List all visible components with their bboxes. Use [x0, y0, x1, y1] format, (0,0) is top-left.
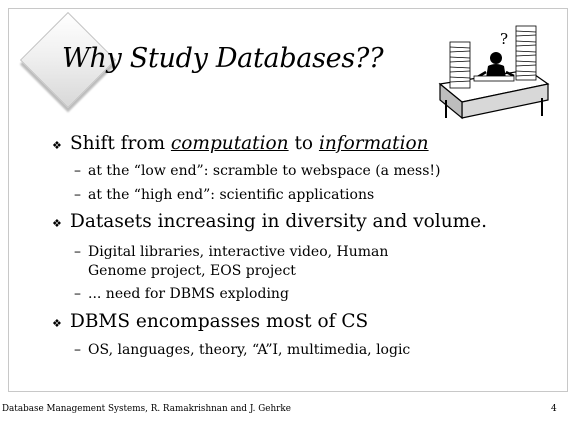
diamond-bullet-icon: ❖ [52, 317, 62, 330]
slide-content: ❖ Shift from computation to information … [52, 133, 552, 360]
bullet-text: Shift from computation to information [70, 133, 429, 154]
bullet-item: ❖ DBMS encompasses most of CS [52, 311, 552, 335]
bullet-item: ❖ Shift from computation to information [52, 133, 552, 157]
bullet-text: DBMS encompasses most of CS [70, 311, 369, 332]
person-with-paper-stacks-clipart: ? [438, 25, 550, 120]
slide-title: Why Study Databases?? [62, 43, 384, 74]
sub-bullet-item: – Digital libraries, interactive video, … [74, 243, 552, 281]
diamond-bullet-icon: ❖ [52, 139, 62, 152]
sub-bullet-text: ... need for DBMS exploding [88, 286, 289, 302]
page-number: 4 [551, 404, 557, 414]
sub-bullet-item: – ... need for DBMS exploding [74, 285, 552, 304]
dash-bullet-icon: – [74, 187, 81, 203]
footer-credit: Database Management Systems, R. Ramakris… [2, 404, 291, 414]
bullet-item: ❖ Datasets increasing in diversity and v… [52, 211, 552, 235]
sub-bullet-item: – at the “high end”: scientific applicat… [74, 186, 552, 205]
dash-bullet-icon: – [74, 342, 81, 358]
bullet-text: Datasets increasing in diversity and vol… [70, 211, 487, 232]
sub-bullet-item: – at the “low end”: scramble to webspace… [74, 162, 552, 181]
sub-bullet-text: at the “low end”: scramble to webspace (… [88, 163, 441, 179]
clipart-question-mark: ? [500, 30, 508, 48]
sub-bullet-text: at the “high end”: scientific applicatio… [88, 187, 375, 203]
sub-bullet-item: – OS, languages, theory, “A”I, multimedi… [74, 341, 552, 360]
dash-bullet-icon: – [74, 244, 81, 260]
diamond-bullet-icon: ❖ [52, 217, 62, 230]
sub-bullet-text: Digital libraries, interactive video, Hu… [88, 244, 389, 279]
sub-bullet-text: OS, languages, theory, “A”I, multimedia,… [88, 342, 411, 358]
dash-bullet-icon: – [74, 286, 81, 302]
dash-bullet-icon: – [74, 163, 81, 179]
